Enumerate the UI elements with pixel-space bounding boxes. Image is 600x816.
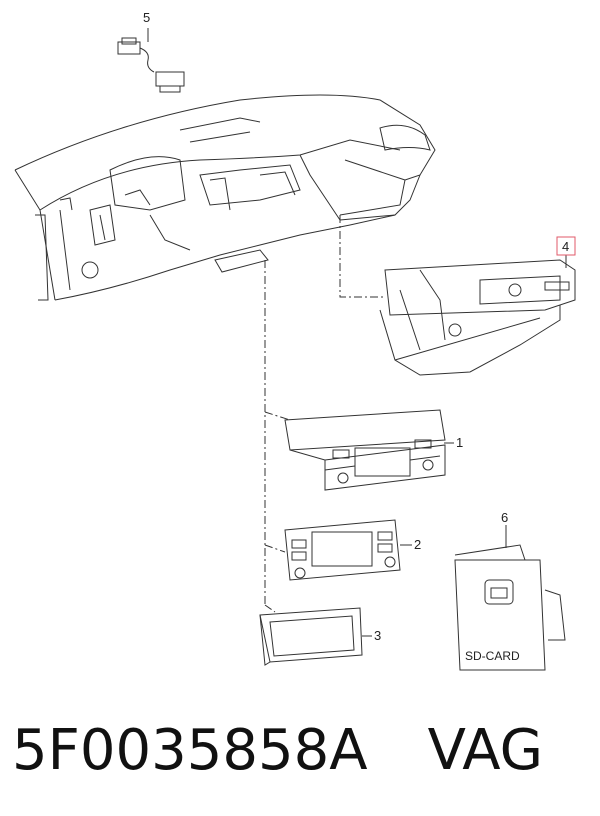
dashboard-assembly xyxy=(14,94,436,301)
callout-3: 3 xyxy=(374,628,381,643)
part-number: 5F0035858A xyxy=(12,717,368,783)
frame-part-3 xyxy=(259,607,363,666)
callout-1: 1 xyxy=(456,435,463,450)
highlight-box-4 xyxy=(556,236,576,256)
part-footer: 5F0035858A VAG xyxy=(12,700,592,800)
brand-label: VAG xyxy=(427,717,544,783)
parts-diagram: 1 2 3 4 5 6 SD-CARD xyxy=(14,10,576,671)
cable-connector-part-5 xyxy=(117,28,185,93)
radio-panel-part-2 xyxy=(284,519,401,581)
callout-lines xyxy=(362,255,567,637)
glovebox-part-4 xyxy=(379,259,576,376)
sd-card-part-6 xyxy=(454,544,566,671)
radio-unit-part-1 xyxy=(284,409,446,491)
leader-lines xyxy=(264,215,385,613)
sd-card-label: SD-CARD xyxy=(465,649,520,663)
callout-6: 6 xyxy=(501,510,508,525)
callout-4: 4 xyxy=(562,239,569,254)
callout-2: 2 xyxy=(414,537,421,552)
callout-5: 5 xyxy=(143,10,150,25)
